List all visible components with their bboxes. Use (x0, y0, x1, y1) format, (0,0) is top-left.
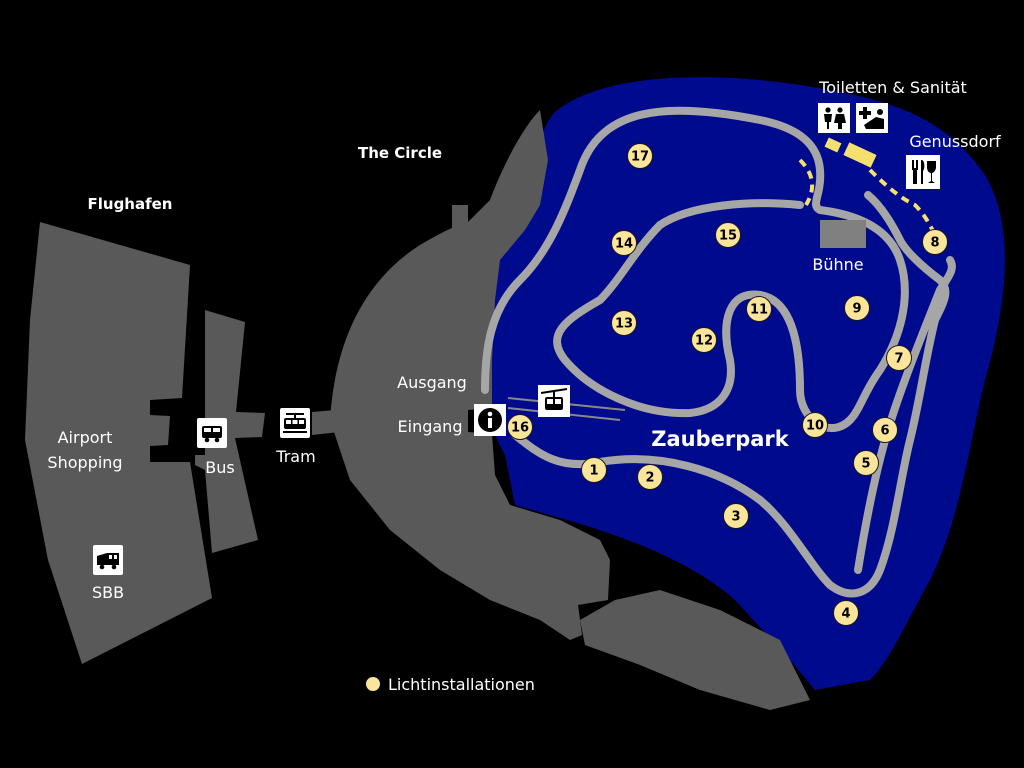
installation-number: 4 (841, 607, 850, 622)
installation-marker-dot (723, 503, 749, 529)
facility-connectors (798, 158, 937, 236)
area-label-zauberpark: Zauberpark (651, 427, 790, 451)
installation-marker-1[interactable]: 1 (581, 457, 607, 483)
installation-marker-12[interactable]: 12 (691, 327, 717, 353)
installation-marker-14[interactable]: 14 (611, 230, 637, 256)
installation-marker-dot (581, 457, 607, 483)
installation-number: 17 (631, 150, 649, 165)
bus-icon (197, 418, 227, 448)
installation-marker-9[interactable]: 9 (844, 295, 870, 321)
installation-marker-dot (611, 310, 637, 336)
installation-marker-7[interactable]: 7 (886, 345, 912, 371)
installation-number: 16 (511, 421, 529, 436)
installation-number: 9 (852, 302, 861, 317)
installation-marker-dot (715, 222, 741, 248)
installation-marker-17[interactable]: 17 (627, 143, 653, 169)
installation-marker-dot (833, 600, 859, 626)
legend-marker (366, 677, 380, 691)
installation-marker-11[interactable]: 11 (746, 296, 772, 322)
tram-icon (280, 408, 310, 438)
installation-marker-dot (853, 450, 879, 476)
installation-marker-dot (844, 295, 870, 321)
area-label-flughafen: Flughafen (88, 195, 173, 213)
label-tram: Tram (275, 447, 315, 466)
first-aid-icon (856, 103, 888, 133)
label-sbb: SBB (92, 583, 124, 602)
label-airport: Airport (58, 428, 113, 447)
installation-marker-13[interactable]: 13 (611, 310, 637, 336)
installation-number: 8 (930, 236, 939, 251)
installation-number: 5 (861, 457, 870, 472)
area-label-the-circle: The Circle (358, 144, 442, 162)
label-ausgang: Ausgang (397, 373, 467, 392)
food-drink-icon (906, 155, 940, 189)
buehne-stage (820, 220, 866, 248)
installation-marker-dot (872, 417, 898, 443)
installation-marker-3[interactable]: 3 (723, 503, 749, 529)
flughafen-buildings (25, 222, 265, 664)
installation-marker-dot (507, 414, 533, 440)
installation-number: 12 (695, 334, 713, 349)
installation-marker-dot (611, 230, 637, 256)
installation-marker-dot (802, 412, 828, 438)
walking-path (481, 106, 956, 598)
installation-number: 3 (731, 510, 740, 525)
installation-marker-15[interactable]: 15 (715, 222, 741, 248)
installation-number: 6 (880, 424, 889, 439)
label-shopping: Shopping (47, 453, 122, 472)
legend-label: Lichtinstallationen (388, 675, 535, 694)
cable-car-icon (538, 385, 570, 417)
label-toiletten: Toiletten & Sanität (818, 78, 967, 97)
info-icon[interactable] (474, 404, 506, 436)
installation-number: 1 (589, 464, 598, 479)
installation-marker-4[interactable]: 4 (833, 600, 859, 626)
installation-number: 10 (806, 419, 824, 434)
facility-blocks (824, 137, 877, 168)
installation-marker-dot (637, 464, 663, 490)
train-icon (93, 545, 123, 575)
installation-marker-dot (746, 296, 772, 322)
installation-number: 14 (615, 237, 633, 252)
installation-marker-dot (886, 345, 912, 371)
installation-number: 15 (719, 229, 737, 244)
installation-number: 11 (750, 303, 768, 318)
label-genussdorf: Genussdorf (909, 132, 1001, 151)
label-bus: Bus (205, 458, 234, 477)
legend: Lichtinstallationen (366, 675, 535, 694)
installation-marker-dot (691, 327, 717, 353)
installation-number: 7 (894, 352, 903, 367)
label-eingang: Eingang (398, 417, 463, 436)
toilet-icon (818, 103, 850, 133)
installation-number: 13 (615, 317, 633, 332)
installation-marker-2[interactable]: 2 (637, 464, 663, 490)
installation-marker-16[interactable]: 16 (507, 414, 533, 440)
installation-marker-dot (922, 229, 948, 255)
label-buehne: Bühne (812, 255, 863, 274)
installation-marker-dot (627, 143, 653, 169)
installation-marker-5[interactable]: 5 (853, 450, 879, 476)
installation-marker-10[interactable]: 10 (802, 412, 828, 438)
installation-marker-6[interactable]: 6 (872, 417, 898, 443)
installation-number: 2 (645, 471, 654, 486)
installation-marker-8[interactable]: 8 (922, 229, 948, 255)
the-circle-buildings (312, 110, 810, 710)
